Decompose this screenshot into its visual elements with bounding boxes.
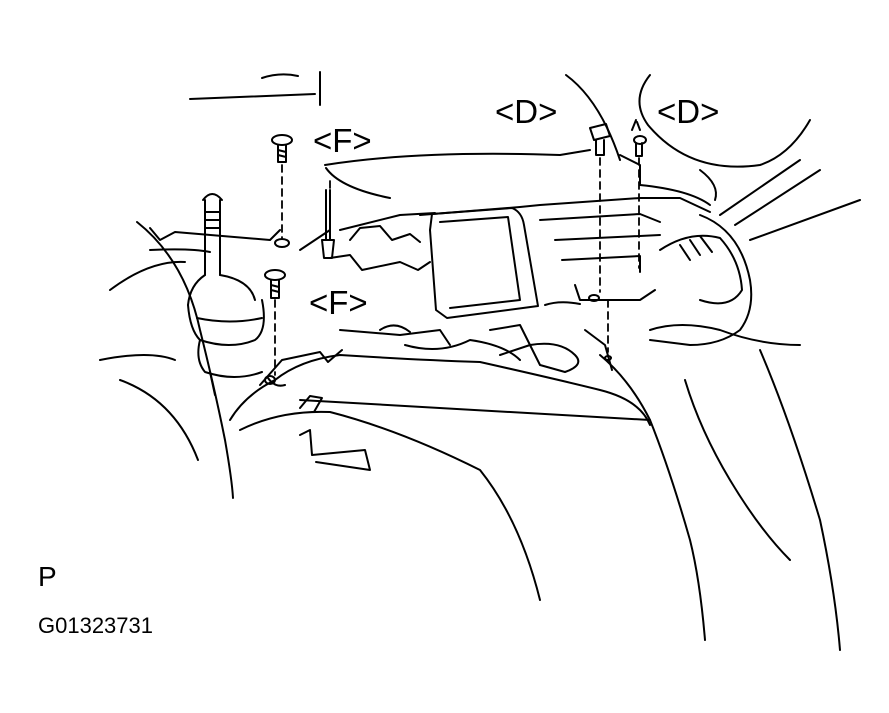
figure-id: G01323731 [38, 613, 153, 638]
screw-f-mid [264, 269, 286, 299]
bolt-d-left [589, 123, 611, 156]
callout-d-right: <D> [657, 93, 720, 130]
center-console [229, 324, 651, 601]
callout-f-top: <F> [313, 122, 372, 159]
dashboard-outline [189, 71, 811, 206]
callout-f-mid: <F> [309, 284, 368, 321]
screw-f-top [271, 134, 293, 163]
shift-lever [187, 193, 265, 396]
view-marker: P [38, 561, 57, 592]
armrest [529, 159, 861, 651]
callout-d-left: <D> [495, 93, 558, 130]
module-box [299, 197, 711, 319]
screw-d-right [631, 119, 647, 157]
leader-lines [274, 157, 640, 376]
left-panel-outline [99, 221, 281, 499]
fastener-screws [264, 119, 647, 385]
